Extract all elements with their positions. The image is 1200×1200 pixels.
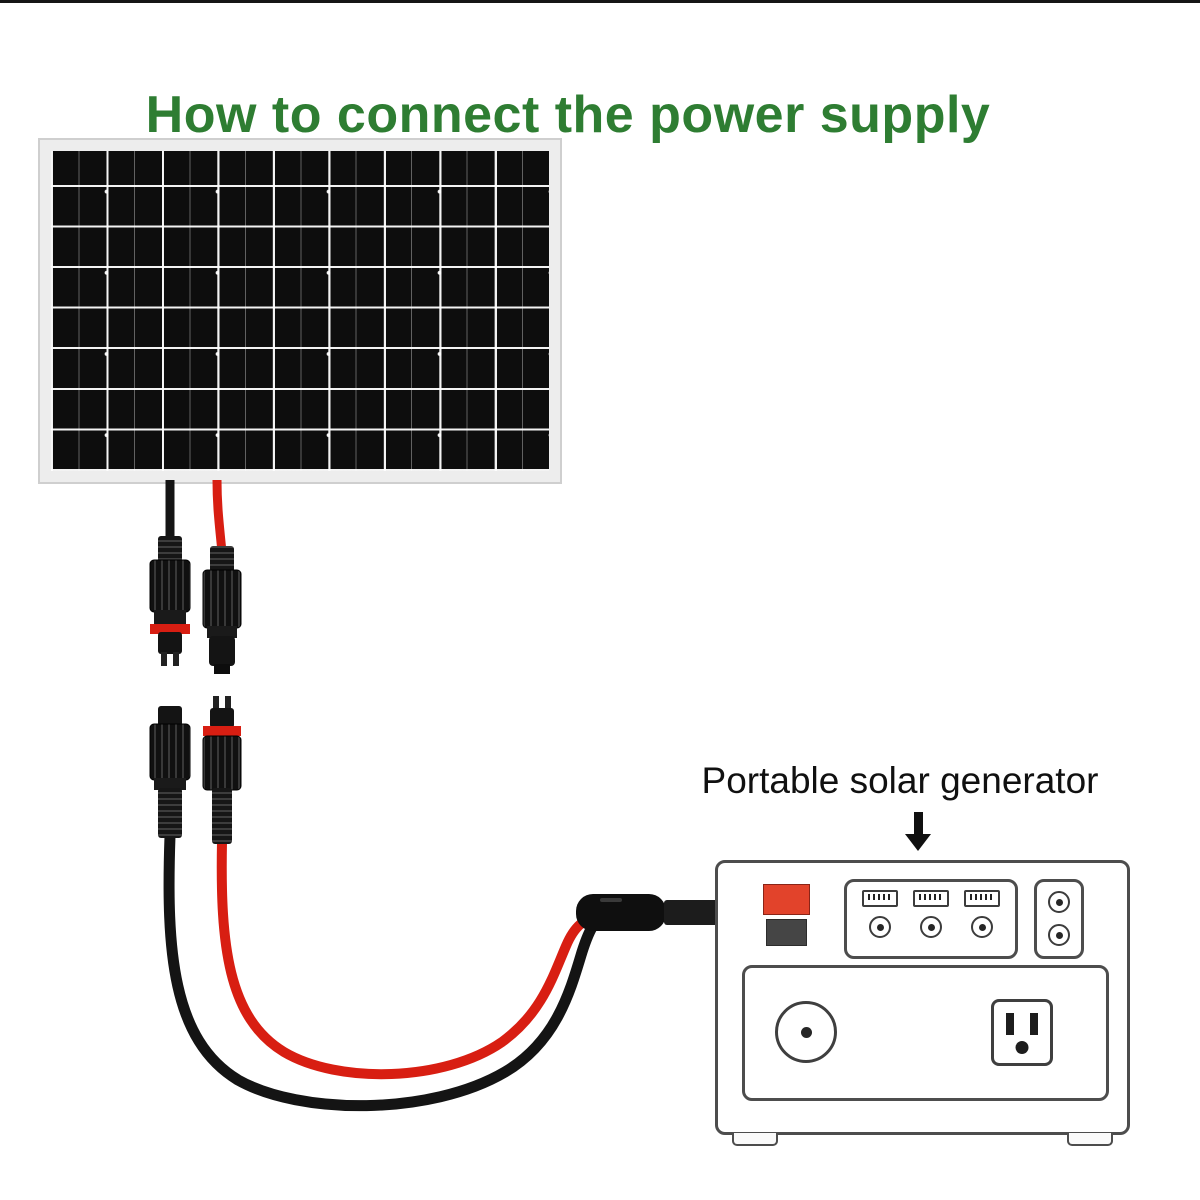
power-switch-red (763, 884, 810, 915)
usb-port-icon (862, 890, 898, 907)
dc-jack-icon (971, 916, 993, 938)
generator-plug (576, 894, 718, 931)
down-arrow-icon (903, 812, 933, 854)
power-switch (763, 884, 810, 946)
dc-jack-icon (920, 916, 942, 938)
panel-lead-red (212, 479, 227, 553)
image-top-border (0, 0, 1200, 3)
dc-input-port (775, 1001, 837, 1063)
mc4-connector-upper-right (202, 546, 242, 674)
dc-jack-icon (1048, 891, 1070, 913)
portable-solar-generator (715, 860, 1130, 1146)
usb-port-icon (913, 890, 949, 907)
side-output-panel (1034, 879, 1084, 959)
loop-cable-black (163, 830, 618, 1112)
ac-slot (1030, 1013, 1038, 1035)
mc4-connector-upper-left (149, 536, 191, 666)
mc4-connector-lower-left (149, 706, 191, 838)
mc4-connector-lower-right (202, 696, 242, 844)
usb-output-panel (844, 879, 1018, 959)
generator-foot (1067, 1133, 1113, 1146)
usb-group (913, 890, 949, 938)
solar-panel (40, 140, 560, 482)
usb-group (964, 890, 1000, 938)
loop-cable-red (216, 837, 609, 1080)
page-title: How to connect the power supply (145, 85, 991, 144)
ac-outlet (991, 999, 1053, 1066)
ac-ground-hole (1015, 1041, 1029, 1054)
generator-label: Portable solar generator (701, 760, 1099, 801)
power-switch-dark (766, 919, 807, 946)
usb-group (862, 890, 898, 938)
ac-slot (1006, 1013, 1014, 1035)
usb-port-icon (964, 890, 1000, 907)
red-ring (203, 726, 241, 736)
red-ring (150, 624, 190, 634)
generator-foot (732, 1133, 778, 1146)
solar-panel-cells (51, 151, 549, 471)
dc-jack-icon (869, 916, 891, 938)
dc-jack-icon (1048, 924, 1070, 946)
lower-panel (742, 965, 1109, 1101)
